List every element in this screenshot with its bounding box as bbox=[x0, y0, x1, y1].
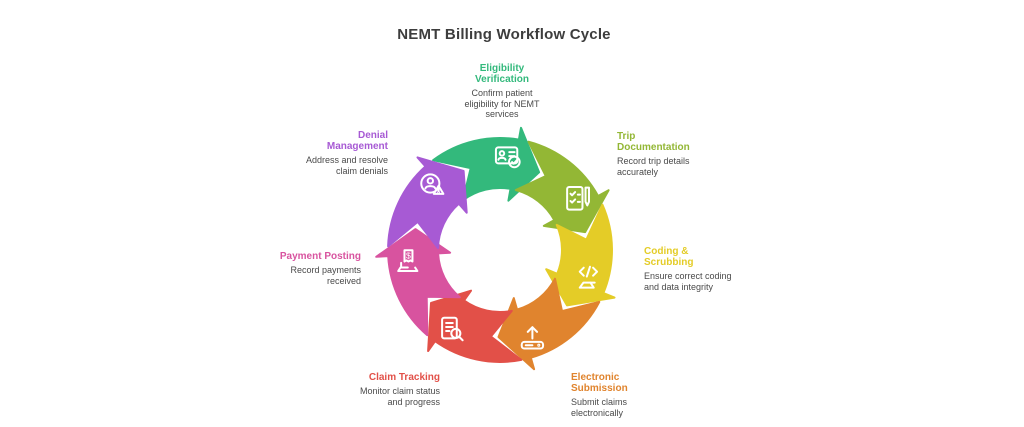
step-label: Trip Documentation bbox=[617, 131, 690, 153]
step-eligibility-verification: Eligibility Verification Confirm patient… bbox=[442, 63, 562, 120]
step-description: Monitor claim status and progress bbox=[359, 386, 440, 407]
step-coding-scrubbing: Coding & Scrubbing Ensure correct coding… bbox=[644, 246, 754, 292]
step-description: Confirm patient eligibility for NEMT ser… bbox=[464, 88, 540, 119]
step-claim-tracking: Claim Tracking Monitor claim status and … bbox=[325, 372, 440, 407]
step-label: Claim Tracking bbox=[368, 372, 440, 383]
step-label: Eligibility Verification bbox=[475, 63, 529, 85]
cycle-segment-eligibility-verification bbox=[432, 126, 541, 202]
step-description: Ensure correct coding and data integrity bbox=[644, 271, 732, 292]
step-denial-management: Denial Management Address and resolve cl… bbox=[283, 130, 388, 176]
step-trip-documentation: Trip Documentation Record trip details a… bbox=[617, 131, 727, 177]
step-label: Electronic Submission bbox=[571, 372, 628, 394]
step-payment-posting: Payment Posting Record payments received bbox=[256, 251, 361, 286]
cycle-segment-electronic-submission bbox=[497, 277, 601, 371]
step-description: Record payments received bbox=[290, 265, 361, 286]
step-label: Coding & Scrubbing bbox=[644, 246, 694, 268]
cycle-segment-payment-posting bbox=[375, 228, 461, 337]
step-label: Denial Management bbox=[326, 130, 388, 152]
step-description: Record trip details accurately bbox=[617, 156, 690, 177]
step-electronic-submission: Electronic Submission Submit claims elec… bbox=[571, 372, 681, 418]
cycle-segment-denial-management bbox=[387, 156, 468, 249]
step-description: Submit claims electronically bbox=[571, 397, 628, 418]
step-description: Address and resolve claim denials bbox=[305, 155, 388, 176]
cycle-segment-coding-scrubbing bbox=[545, 203, 616, 307]
cycle-segment-trip-documentation bbox=[514, 140, 610, 234]
cycle-segment-claim-tracking bbox=[427, 289, 523, 363]
step-label: Payment Posting bbox=[279, 251, 361, 262]
page-title: NEMT Billing Workflow Cycle bbox=[397, 26, 611, 43]
